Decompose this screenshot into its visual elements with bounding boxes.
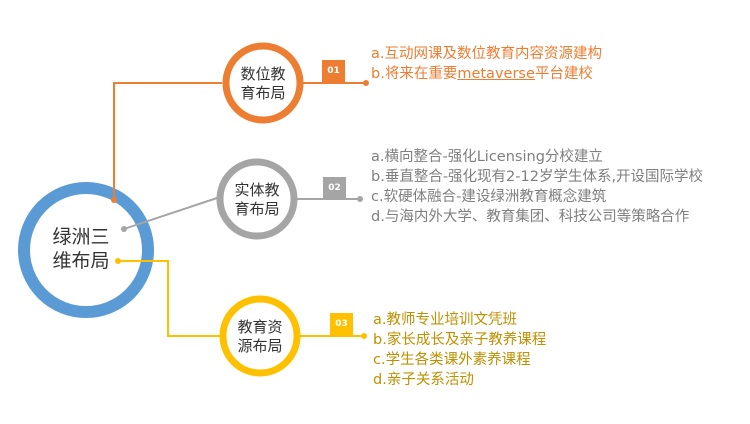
lead-dot (357, 196, 363, 202)
physical-items: a.横向整合-强化Licensing分校建立 b.垂直整合-强化现有2-12岁学… (371, 147, 703, 227)
center-label-line: 绿洲三 (52, 226, 110, 248)
digital-ring (222, 42, 304, 124)
digital-items: a.互动网课及数位教育内容资源建构 b.将来在重要metaverse平台建校 (371, 44, 602, 84)
badge-03: 03 (330, 313, 353, 335)
list-item: b.家长成长及亲子教养课程 (373, 332, 547, 348)
list-item: b.垂直整合-强化现有2-12岁学生体系,开设国际学校 (371, 169, 704, 185)
badge-01: 01 (322, 60, 345, 82)
resource-ring (219, 295, 301, 377)
label-line: 源布局 (237, 336, 283, 355)
label-line: 育布局 (240, 83, 286, 102)
list-item: c.学生各类课外素养课程 (373, 352, 531, 368)
badge-02: 02 (323, 177, 346, 199)
connector-resource (118, 260, 220, 337)
label-line: 实体教 (234, 181, 280, 199)
list-item: a.横向整合-强化Licensing分校建立 (371, 149, 603, 165)
connector-physical (123, 197, 218, 230)
list-item: d.亲子关系活动 (373, 372, 474, 388)
list-item: a.互动网课及数位教育内容资源建构 (371, 46, 602, 62)
resource-label: 教育资 源布局 (225, 318, 295, 356)
item-text: b.将来在重要 (371, 66, 458, 82)
label-line: 教育资 (237, 318, 283, 336)
digital-label: 数位教 育布局 (228, 65, 298, 103)
connector-dot (115, 258, 121, 264)
label-line: 数位教 (240, 65, 286, 83)
list-item: a.教师专业培训文凭班 (373, 312, 517, 328)
center-label-line: 维布局 (52, 249, 110, 272)
resource-items: a.教师专业培训文凭班 b.家长成长及亲子教养课程 c.学生各类课外素养课程 d… (373, 310, 546, 390)
list-item: c.软硬体融合-建设绿洲教育概念建筑 (371, 189, 607, 205)
center-label: 绿洲三 维布局 (46, 226, 116, 274)
lead-dot (361, 333, 367, 339)
lead-dot (363, 80, 369, 86)
label-line: 育布局 (234, 199, 280, 218)
connector-digital (113, 82, 222, 200)
physical-ring (216, 158, 298, 240)
item-text: 平台建校 (534, 66, 593, 82)
connector-dot (121, 226, 127, 232)
metaverse-text: metaverse (457, 66, 535, 82)
connector-dot (111, 197, 117, 203)
center-ring (18, 182, 154, 318)
physical-label: 实体教 育布局 (222, 181, 292, 219)
list-item: b.将来在重要metaverse平台建校 (371, 64, 602, 84)
list-item: d.与海内外大学、教育集团、科技公司等策略合作 (371, 209, 690, 225)
